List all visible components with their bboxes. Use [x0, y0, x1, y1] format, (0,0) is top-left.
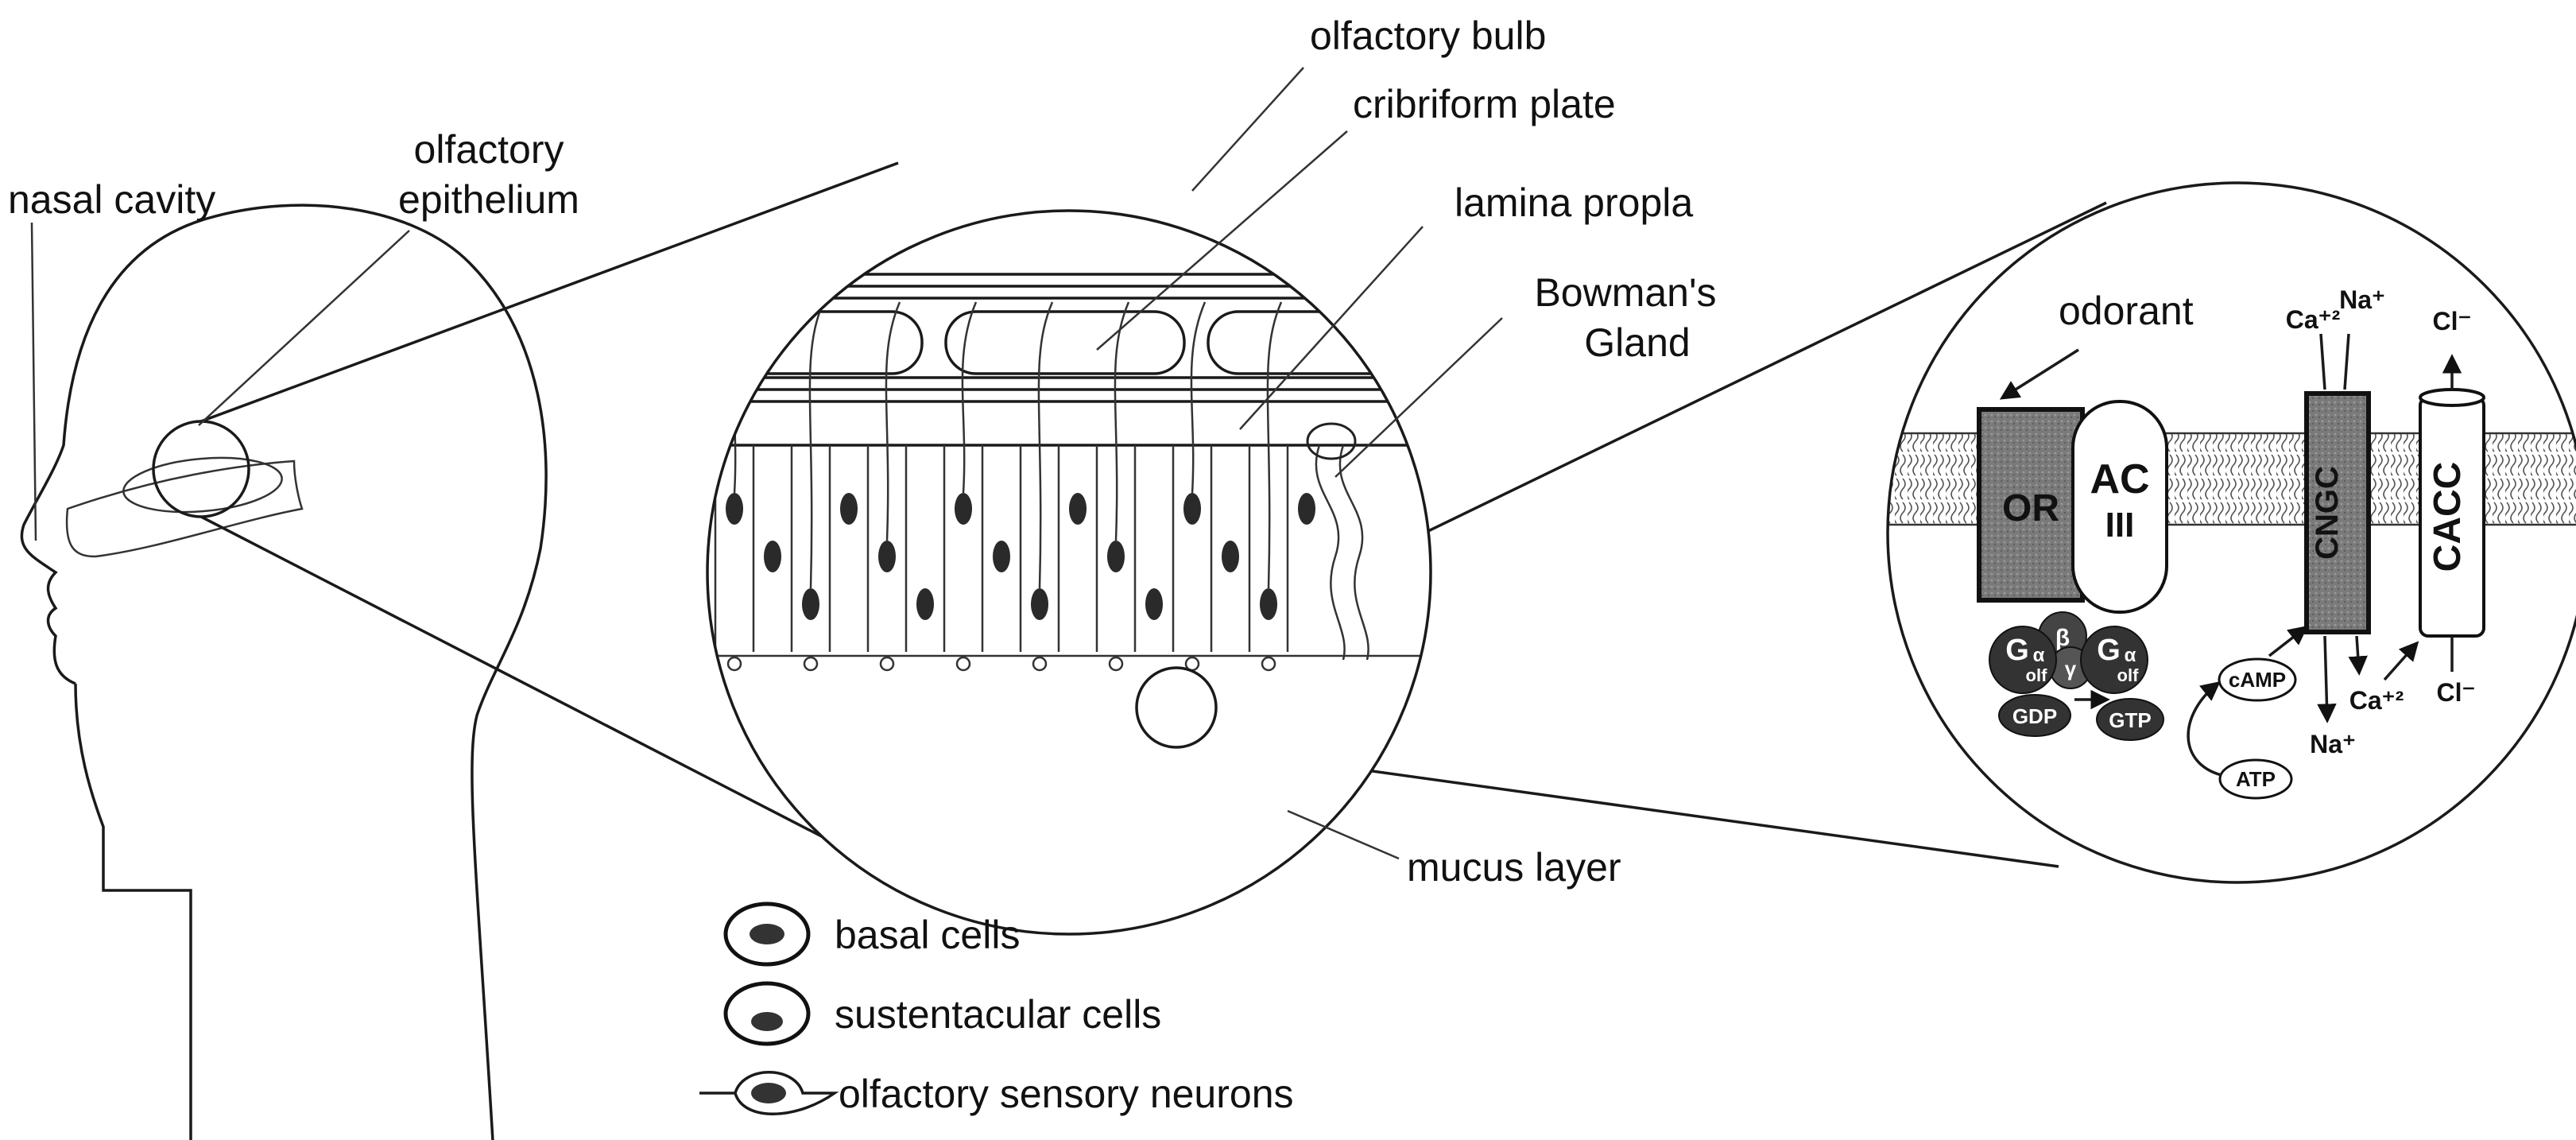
g-alpha-label: G — [2005, 634, 2029, 667]
cacc-label: CACC — [2427, 462, 2469, 572]
adenylyl-cyclase: AC III — [2071, 400, 2168, 614]
label-bowmans-gland-2: Gland — [1584, 320, 1690, 365]
legend-item-olfactory-sensory-neurons: olfactory sensory neurons — [699, 1071, 1294, 1116]
neuron-axon — [1190, 301, 1207, 494]
legend-label-basal-cells: basal cells — [835, 913, 1020, 957]
basal-cell — [879, 656, 895, 672]
cell-nucleus — [840, 493, 858, 525]
olf-sub-label: olf — [2026, 665, 2048, 685]
legend-item-basal-cells: basal cells — [723, 902, 1020, 967]
epithelium-zoom-circle — [706, 209, 1432, 936]
camp-label: cAMP — [2229, 668, 2286, 692]
label-nasal-cavity: nasal cavity — [8, 177, 215, 222]
signaling-zoom-circle: OR AC III CNGC CACC β γ G α — [1886, 181, 2576, 884]
label-odorant: odorant — [2059, 289, 2194, 333]
or-receptor: OR — [1977, 407, 2085, 603]
neuron-axon — [961, 301, 978, 494]
label-olfactory-bulb: olfactory bulb — [1310, 14, 1546, 58]
label-lamina-propla: lamina propla — [1455, 180, 1693, 225]
neuron-axon — [885, 301, 901, 541]
cell-nucleus — [764, 541, 781, 572]
label-bowmans-gland-1: Bowman's — [1534, 270, 1716, 315]
label-olfactory-epithelium-2: epithelium — [398, 177, 579, 222]
basal-cell — [726, 656, 742, 672]
or-label: OR — [2002, 487, 2059, 529]
gamma-label: γ — [2065, 657, 2077, 681]
beta-label: β — [2055, 625, 2070, 651]
alpha-sub-ac-label: α — [2125, 645, 2136, 666]
label-olfactory-epithelium-1: olfactory — [414, 127, 564, 172]
g-alpha-ac-label: G — [2097, 634, 2121, 667]
mucus-layer-highlight-circle — [1135, 666, 1218, 749]
cell-nucleus — [916, 588, 934, 620]
ac-label-line1: AC — [2090, 456, 2149, 502]
cell-nucleus — [1222, 541, 1239, 572]
neuron-axon — [808, 301, 825, 589]
neuron-axon — [1266, 301, 1283, 589]
cell-nucleus — [1298, 493, 1315, 525]
cell-nucleus — [802, 588, 819, 620]
basal-cell — [955, 656, 971, 672]
atp-bubble: ATP — [2218, 758, 2293, 800]
cngc-channel: CNGC — [2304, 391, 2371, 634]
cngc-label: CNGC — [2310, 466, 2345, 560]
legend-item-sustentacular-cells: sustentacular cells — [723, 981, 1161, 1046]
legend-label-sustentacular-cells: sustentacular cells — [835, 992, 1161, 1037]
cell-nucleus — [1260, 588, 1277, 620]
atp-label: ATP — [2236, 767, 2276, 791]
cell-nucleus — [1069, 493, 1087, 525]
legend-label-olfactory-sensory-neurons: olfactory sensory neurons — [839, 1072, 1294, 1116]
basal-cell — [1261, 656, 1276, 672]
cell-nucleus — [1107, 541, 1125, 572]
ion-ca-top: Ca⁺² — [2286, 305, 2340, 334]
cell-nucleus — [1183, 493, 1201, 525]
gtp-label: GTP — [2109, 708, 2151, 732]
ion-na-bottom: Na⁺ — [2310, 730, 2356, 758]
neuron-axon — [1037, 301, 1054, 589]
basal-cell — [803, 656, 819, 672]
cell-nucleus — [955, 493, 972, 525]
g-protein-at-ac: G α olf GTP — [2080, 626, 2164, 741]
g-protein-at-or: β γ G α olf GDP — [1989, 611, 2092, 737]
alpha-sub-label: α — [2033, 645, 2045, 666]
ion-na-top: Na⁺ — [2339, 285, 2385, 314]
olf-sub-ac-label: olf — [2117, 665, 2140, 685]
camp-bubble: cAMP — [2218, 657, 2297, 702]
diagram-labels: nasal cavity olfactory epithelium olfact… — [8, 14, 2194, 890]
cell-nucleus — [1031, 588, 1048, 620]
basal-cell — [1108, 656, 1124, 672]
ion-cl-bottom: Cl⁻ — [2437, 678, 2476, 707]
label-cribriform-plate: cribriform plate — [1353, 82, 1616, 126]
basal-cell — [1032, 656, 1048, 672]
epithelium-highlight-circle — [152, 420, 250, 518]
gdp-label: GDP — [2012, 704, 2057, 728]
ion-cl-top: Cl⁻ — [2433, 307, 2472, 335]
cell-nucleus — [726, 493, 743, 525]
legend: basal cells sustentacular cells olfactor… — [699, 902, 1294, 1116]
cell-nucleus — [1145, 588, 1163, 620]
cell-nucleus — [878, 541, 896, 572]
ion-ca-bottom: Ca⁺² — [2349, 686, 2404, 715]
neuron-axon — [1114, 301, 1130, 541]
head-outline — [20, 204, 548, 1140]
label-leaders — [30, 67, 1503, 860]
cacc-channel: CACC — [2419, 388, 2485, 638]
cell-nucleus — [993, 541, 1010, 572]
ac-label-line2: III — [2105, 506, 2135, 545]
label-mucus-layer: mucus layer — [1407, 845, 1621, 890]
